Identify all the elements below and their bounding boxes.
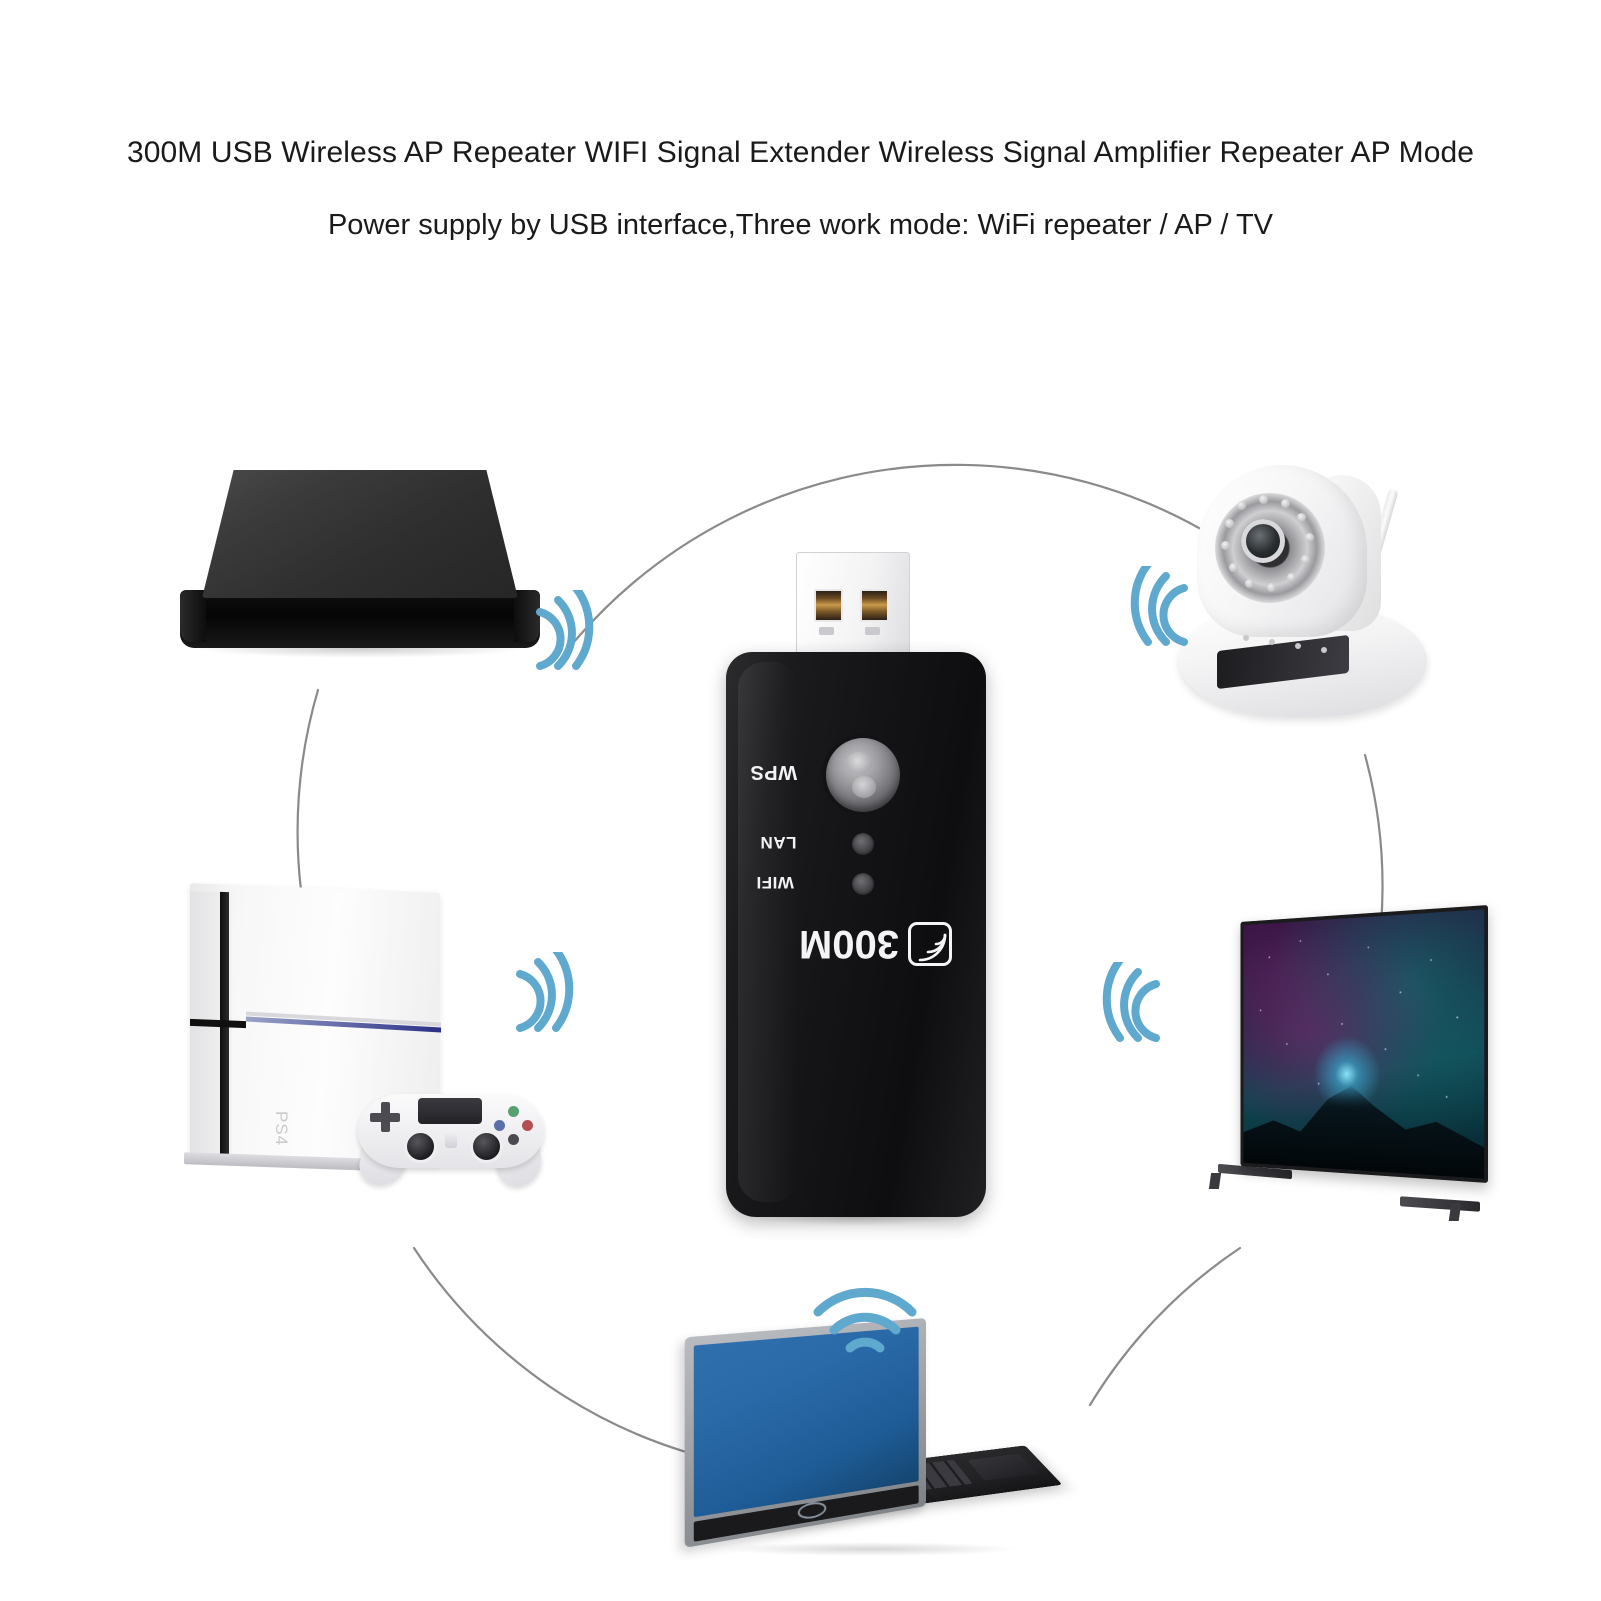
laptop-shadow	[720, 1542, 1020, 1556]
tv-box-front-panel	[180, 590, 540, 648]
usb-wifi-repeater: WPS LAN WIFI 300M	[726, 552, 986, 1226]
tv-box-top-surface	[202, 470, 518, 598]
usb-notch-left	[819, 627, 834, 635]
repeater-branding: 300M	[762, 918, 952, 970]
product-subtitle-text: Power supply by USB interface,Three work…	[327, 209, 1274, 241]
tv-left-foot	[1208, 1173, 1222, 1189]
wifi-label: WIFI	[756, 873, 794, 892]
controller-left-stick	[404, 1130, 437, 1163]
wifi-signal-icon-smart-tv	[1102, 962, 1160, 1042]
laptop-trackpad	[967, 1453, 1038, 1481]
tv-screen	[1240, 905, 1488, 1183]
wifi-signal-icon-laptop	[813, 1287, 917, 1353]
controller-circle-button	[522, 1120, 533, 1131]
usb-contact-right	[860, 589, 889, 622]
device-tv-box	[180, 470, 540, 670]
tv-box-left-edge	[180, 590, 206, 642]
camera-lens	[1241, 519, 1285, 563]
controller-touchpad	[418, 1098, 482, 1124]
wifi-signal-icon-brand	[908, 922, 952, 966]
controller-dpad	[370, 1102, 400, 1132]
page-title: 300M USB Wireless AP Repeater WIFI Signa…	[0, 134, 1601, 172]
wps-button[interactable]	[826, 738, 900, 812]
device-game-console: PS4	[184, 870, 547, 1191]
controller-triangle-button	[508, 1106, 519, 1117]
lan-led	[852, 833, 874, 855]
wps-button-emboss-top	[846, 752, 872, 774]
device-smart-tv	[1150, 905, 1510, 1230]
usb-contact-left	[814, 589, 843, 622]
device-laptop	[684, 1310, 1063, 1560]
controller-ps-button	[445, 1132, 457, 1148]
game-controller	[355, 1078, 547, 1191]
wps-label: WPS	[750, 761, 798, 783]
wifi-signal-icon-game-console	[516, 952, 574, 1032]
wps-button-emboss-bottom	[852, 776, 876, 798]
console-logo: PS4	[272, 1111, 291, 1147]
wifi-signal-icon-tv-box	[536, 590, 594, 670]
usb-connector	[796, 552, 910, 662]
wifi-signal-icon-ip-camera	[1130, 566, 1188, 646]
wifi-led	[852, 873, 874, 895]
tv-right-leg	[1400, 1196, 1480, 1212]
device-ip-camera	[1175, 465, 1455, 725]
tv-box-right-edge	[514, 590, 540, 642]
controller-cross-button	[508, 1134, 519, 1145]
usb-notch-right	[865, 627, 880, 635]
controller-square-button	[494, 1120, 505, 1131]
speed-label: 300M	[798, 922, 899, 966]
controller-right-stick	[470, 1130, 503, 1163]
product-title-text: 300M USB Wireless AP Repeater WIFI Signa…	[126, 136, 1475, 169]
lan-label: LAN	[760, 833, 797, 852]
page-subtitle: Power supply by USB interface,Three work…	[0, 207, 1601, 243]
tv-right-foot	[1448, 1203, 1462, 1221]
repeater-gloss-highlight	[738, 662, 798, 1202]
